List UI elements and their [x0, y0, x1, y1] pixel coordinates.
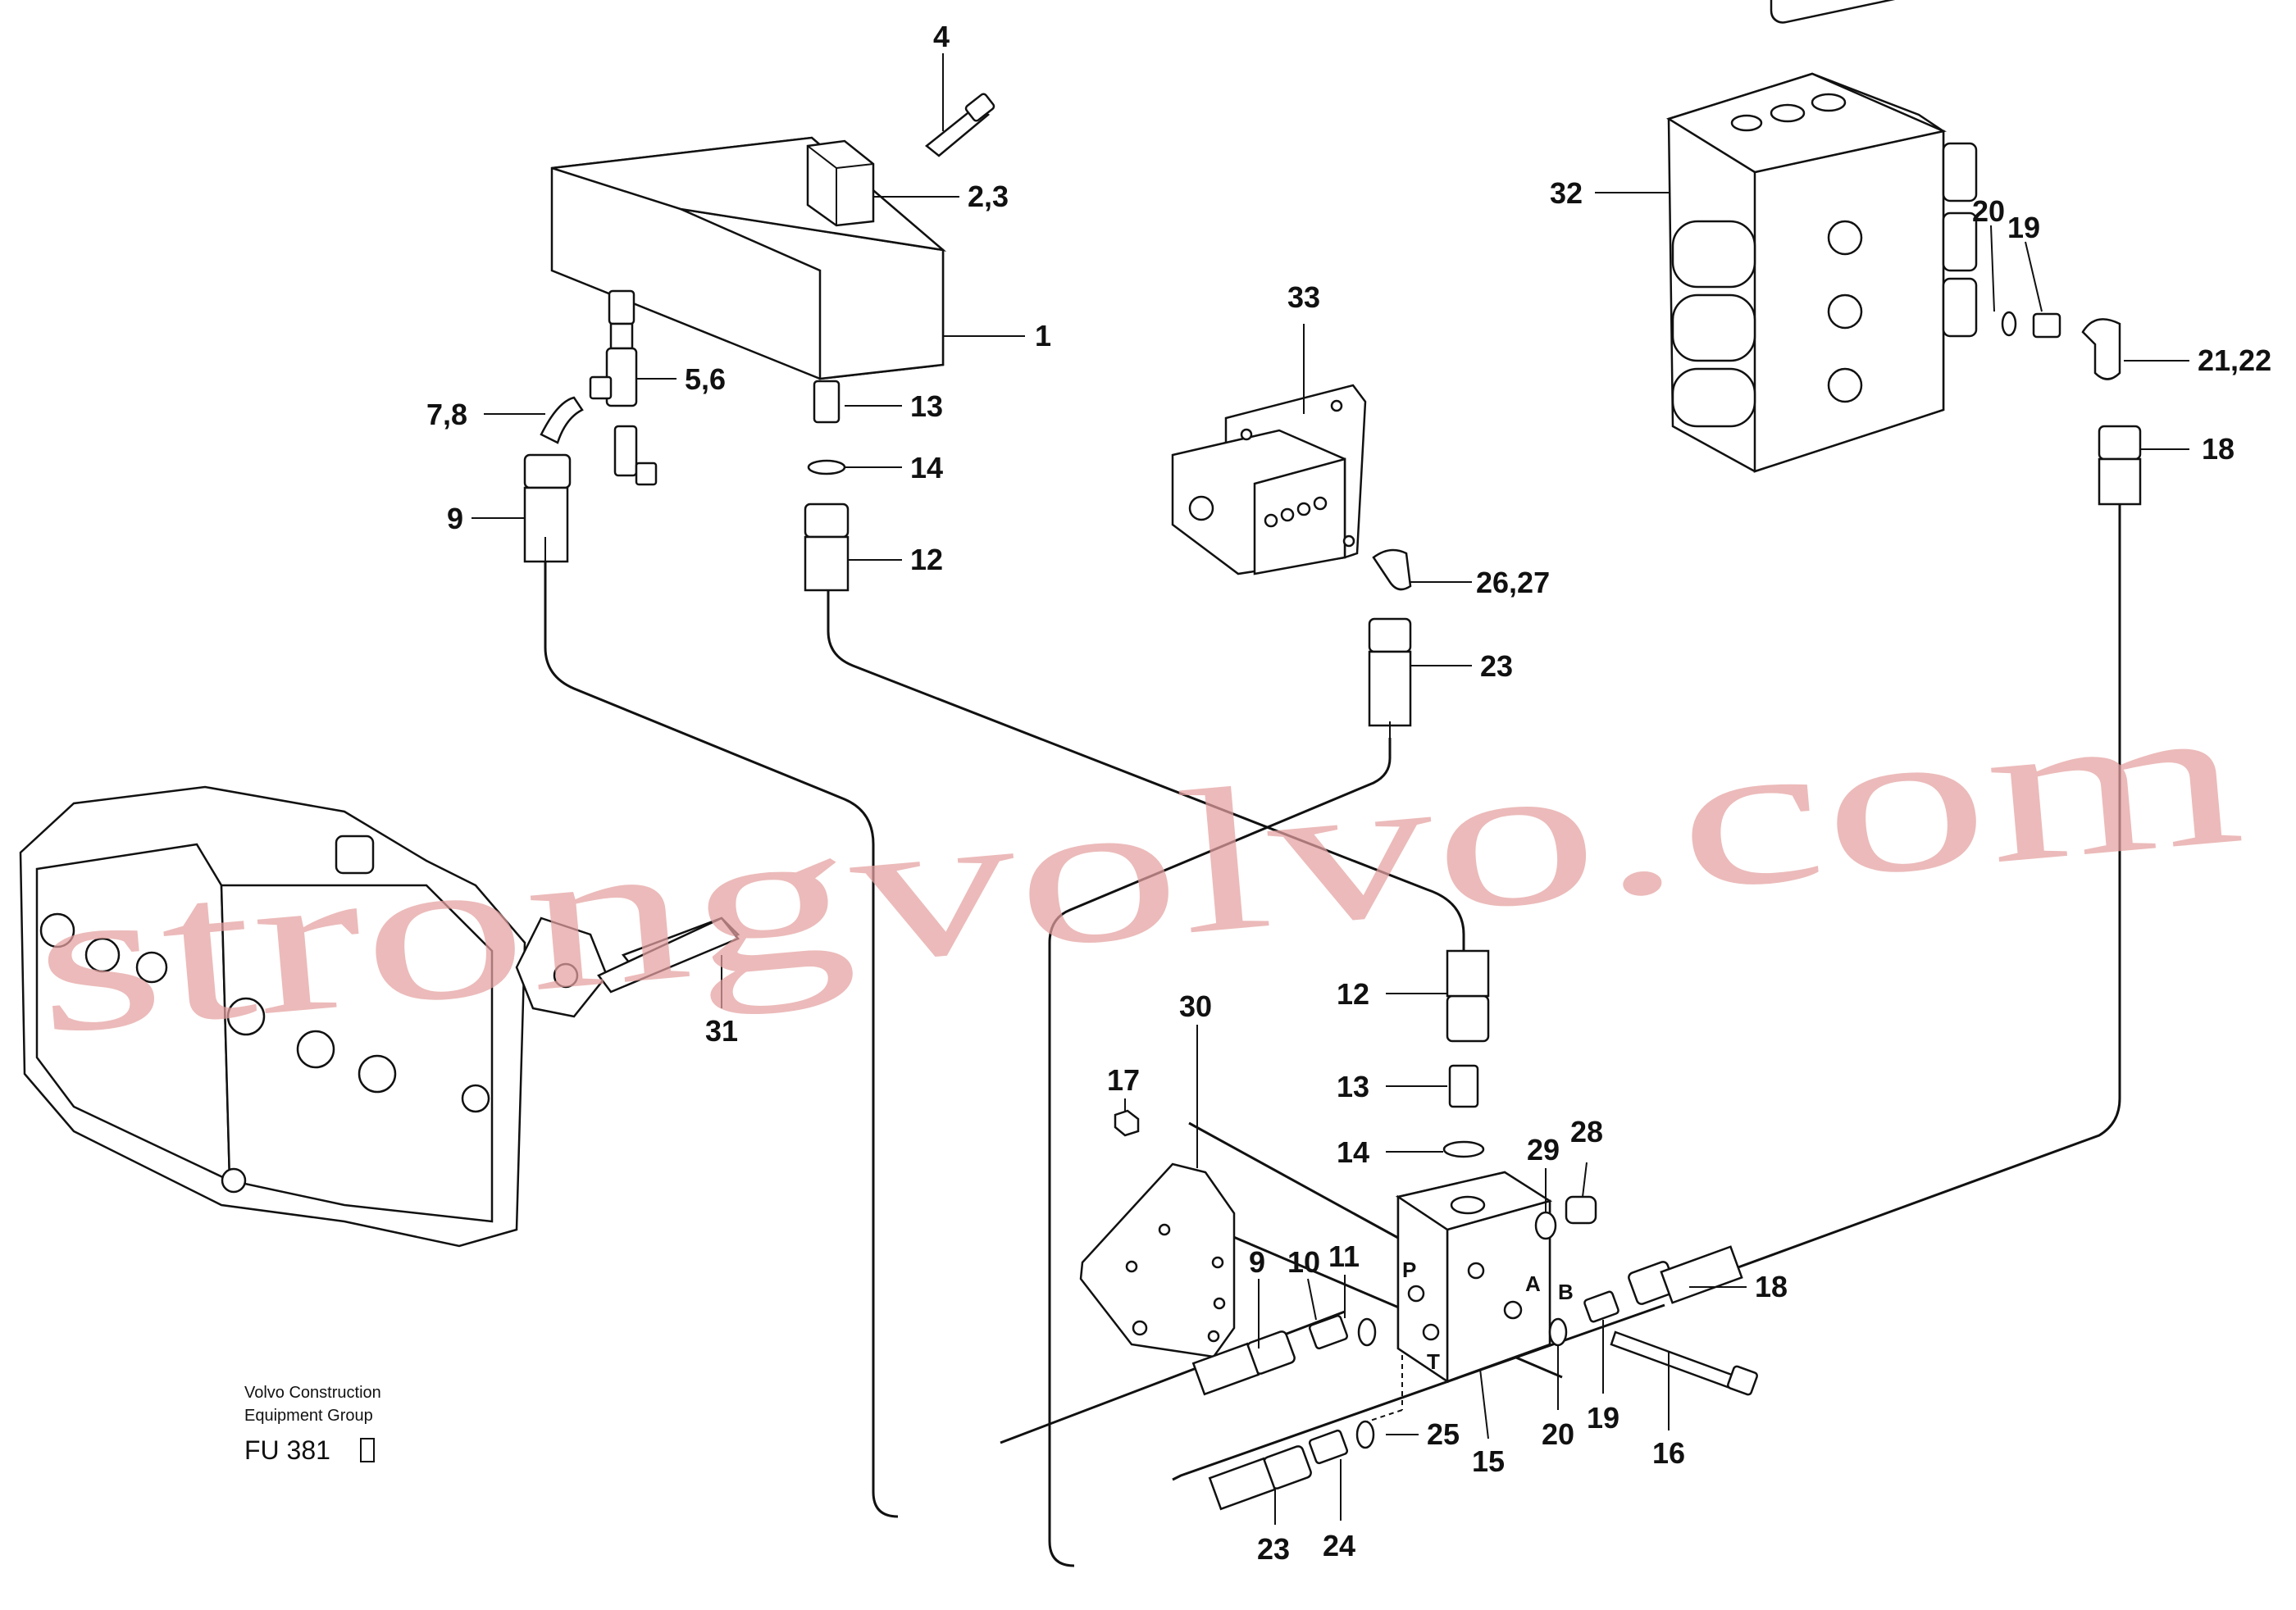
reservoir-block	[550, 136, 947, 380]
bolt	[924, 93, 995, 157]
solenoid-valve	[1171, 384, 1412, 746]
callout-13-top: 13	[910, 389, 943, 423]
watermark: strongvolvo.com	[25, 659, 2251, 1078]
callout-21-22: 21,22	[2198, 343, 2271, 377]
straight-fitting-assembly	[804, 380, 850, 592]
callout-33: 33	[1287, 280, 1320, 314]
port-t-label: T	[1427, 1349, 1440, 1374]
callout-5-6: 5,6	[685, 362, 726, 396]
valve-block	[1395, 1171, 1553, 1384]
port-b-label: B	[1558, 1280, 1574, 1304]
callout-18-bottom: 18	[1755, 1270, 1788, 1303]
callout-9-bottom: 9	[1249, 1245, 1265, 1279]
callout-23-top: 23	[1480, 649, 1513, 683]
callout-12-mid: 12	[1337, 977, 1369, 1011]
callout-14-top: 14	[910, 451, 943, 484]
caption-line-2: Equipment Group	[244, 1407, 373, 1425]
callout-19-top: 19	[2007, 211, 2040, 244]
callout-17: 17	[1107, 1063, 1140, 1097]
callout-12-top: 12	[910, 543, 943, 576]
callout-32: 32	[1550, 176, 1583, 210]
port-p-label: P	[1402, 1258, 1416, 1282]
callout-4: 4	[933, 20, 950, 53]
callout-23-bottom: 23	[1257, 1532, 1290, 1566]
callouts: 1 2,3 4 5,6 7,8 9 13 14 12 33 26,27 23 3…	[426, 20, 2271, 1566]
callout-26-27: 26,27	[1476, 566, 1550, 599]
callout-16: 16	[1652, 1436, 1685, 1470]
callout-30: 30	[1179, 989, 1212, 1023]
tee-fitting-assembly	[523, 289, 658, 563]
callout-20-bottom: 20	[1542, 1417, 1574, 1451]
callout-13-mid: 13	[1337, 1070, 1369, 1103]
callout-2-3: 2,3	[968, 180, 1009, 213]
main-control-valve	[19, 785, 740, 1248]
port-a-label: A	[1525, 1271, 1541, 1296]
callout-9-top: 9	[447, 502, 463, 535]
caption-line-1: Volvo Construction	[244, 1384, 381, 1402]
hose-lines	[544, 500, 2121, 1567]
control-valve	[1666, 0, 1978, 473]
figure-code: FU 381	[244, 1435, 330, 1465]
callout-19-bottom: 19	[1587, 1401, 1620, 1435]
callout-11: 11	[1328, 1239, 1360, 1273]
cover-plate	[1079, 1109, 1236, 1358]
callout-20-top: 20	[1972, 194, 2005, 228]
callout-18-top: 18	[2202, 432, 2234, 466]
caption: Volvo Construction Equipment Group FU 38…	[244, 1384, 381, 1465]
callout-24: 24	[1323, 1529, 1355, 1562]
elbow-fitting-assembly-right	[2001, 311, 2142, 506]
callout-28: 28	[1570, 1115, 1603, 1148]
callout-10: 10	[1287, 1245, 1320, 1279]
callout-14-mid: 14	[1337, 1135, 1369, 1169]
callout-15: 15	[1472, 1444, 1505, 1478]
figure-code-box-glyph	[360, 1438, 375, 1462]
callout-29: 29	[1527, 1133, 1560, 1167]
callout-25: 25	[1427, 1417, 1460, 1451]
callout-31: 31	[705, 1014, 738, 1048]
callout-7-8: 7,8	[426, 398, 467, 431]
callout-1: 1	[1035, 319, 1051, 352]
leader-lines	[472, 53, 2189, 1525]
valve-block-fittings	[1191, 949, 1759, 1511]
